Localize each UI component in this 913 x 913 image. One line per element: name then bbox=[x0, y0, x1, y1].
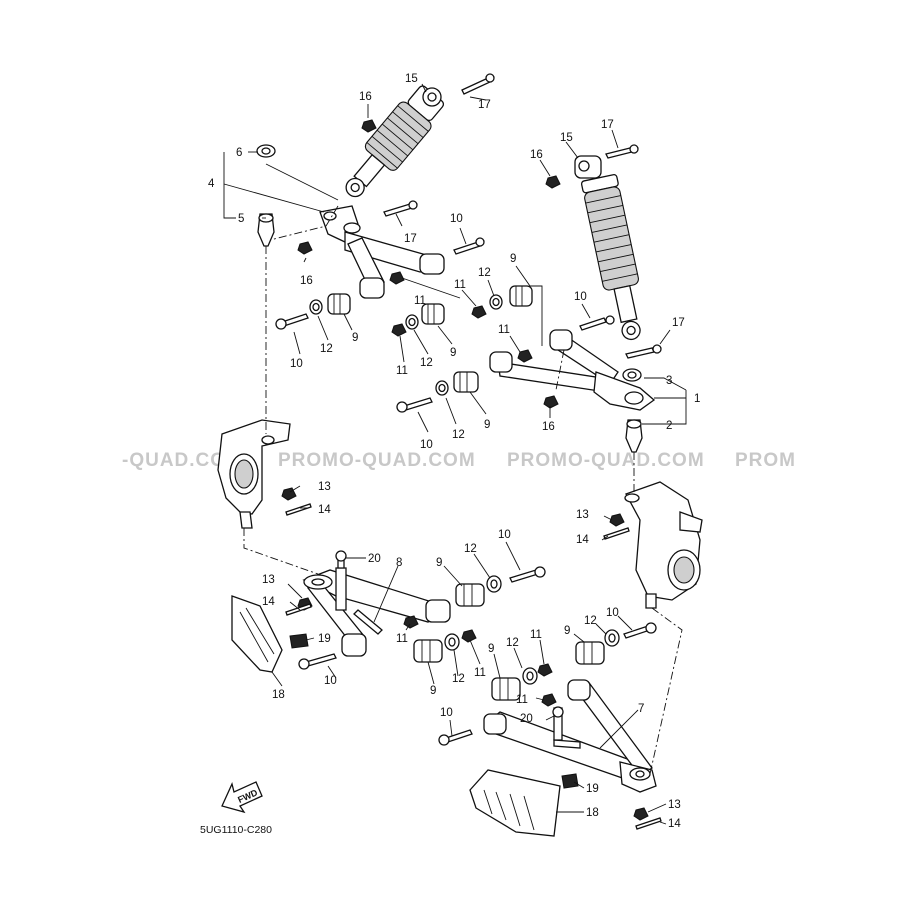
part-callout-18: 18 bbox=[586, 807, 599, 819]
watermark-band: -QUAD.COM PROMO-QUAD.COM PROMO-QUAD.COM … bbox=[122, 450, 796, 471]
part-callout-11: 11 bbox=[396, 365, 408, 377]
part-callout-12: 12 bbox=[464, 543, 477, 555]
part-callout-11: 11 bbox=[454, 279, 466, 291]
part-callout-10: 10 bbox=[606, 607, 619, 619]
part-callout-12: 12 bbox=[420, 357, 433, 369]
part-callout-10: 10 bbox=[290, 358, 303, 370]
part-callout-20: 20 bbox=[368, 553, 381, 565]
callout-numbers: 15 17 16 6 4 5 17 16 10 9 12 11 11 10 12… bbox=[208, 73, 700, 830]
part-callout-11: 11 bbox=[414, 295, 426, 307]
part-callout-17: 17 bbox=[601, 119, 614, 131]
diagram-code: 5UG1110-C280 bbox=[200, 824, 272, 836]
left-lower-hardware bbox=[285, 597, 419, 670]
part-callout-11: 11 bbox=[396, 633, 408, 645]
part-callout-13: 13 bbox=[318, 481, 331, 493]
left-shock-absorber bbox=[345, 85, 445, 198]
part-callout-1: 1 bbox=[694, 393, 700, 405]
part-callout-14: 14 bbox=[668, 818, 681, 830]
part-callout-4: 4 bbox=[208, 178, 215, 190]
part-callout-12: 12 bbox=[584, 615, 597, 627]
right-lower-bushings bbox=[438, 622, 662, 830]
part-callout-18: 18 bbox=[272, 689, 285, 701]
part-callout-10: 10 bbox=[498, 529, 511, 541]
part-callout-11: 11 bbox=[516, 694, 528, 706]
watermark-text: PROMO-QUAD.COM bbox=[507, 450, 705, 471]
part-callout-9: 9 bbox=[436, 557, 442, 569]
part-callout-9: 9 bbox=[510, 253, 516, 265]
part-callout-10: 10 bbox=[440, 707, 453, 719]
part-callout-9: 9 bbox=[564, 625, 570, 637]
left-lower-a-arm bbox=[302, 550, 451, 657]
right-upper-ball-joint bbox=[625, 419, 643, 453]
part-callout-12: 12 bbox=[452, 673, 465, 685]
part-callout-11: 11 bbox=[498, 324, 510, 336]
part-callout-2: 2 bbox=[666, 420, 672, 432]
left-upper-hardware bbox=[297, 73, 495, 285]
part-callout-7: 7 bbox=[638, 703, 644, 715]
left-steering-knuckle bbox=[217, 419, 312, 529]
part-callout-16: 16 bbox=[542, 421, 555, 433]
part-callout-19: 19 bbox=[586, 783, 599, 795]
left-upper-ball-joint bbox=[256, 144, 276, 247]
right-lower-a-arm bbox=[483, 679, 657, 793]
part-callout-12: 12 bbox=[506, 637, 519, 649]
watermark-text: -QUAD.COM bbox=[122, 450, 243, 471]
part-callout-9: 9 bbox=[488, 643, 494, 655]
forward-direction-arrow: FWD bbox=[221, 781, 263, 814]
right-upper-a-arm bbox=[489, 315, 656, 411]
left-lower-bushings bbox=[413, 566, 546, 663]
part-callout-9: 9 bbox=[450, 347, 456, 359]
part-callout-16: 16 bbox=[530, 149, 543, 161]
right-steering-knuckle bbox=[603, 481, 703, 609]
part-callout-3: 3 bbox=[666, 375, 672, 387]
part-callout-19: 19 bbox=[318, 633, 331, 645]
right-upper-bushings bbox=[396, 371, 479, 413]
part-callout-14: 14 bbox=[318, 504, 331, 516]
part-callout-17: 17 bbox=[672, 317, 685, 329]
part-callout-15: 15 bbox=[560, 132, 573, 144]
part-callout-10: 10 bbox=[420, 439, 433, 451]
part-callout-9: 9 bbox=[430, 685, 436, 697]
part-callout-16: 16 bbox=[359, 91, 372, 103]
part-callout-10: 10 bbox=[324, 675, 337, 687]
left-upper-a-arm bbox=[319, 205, 445, 299]
part-callout-20: 20 bbox=[520, 713, 533, 725]
part-callout-9: 9 bbox=[484, 419, 490, 431]
part-callout-14: 14 bbox=[576, 534, 589, 546]
part-callout-15: 15 bbox=[405, 73, 418, 85]
part-callout-10: 10 bbox=[574, 291, 587, 303]
part-callout-13: 13 bbox=[262, 574, 275, 586]
part-callout-8: 8 bbox=[396, 557, 402, 569]
part-callout-13: 13 bbox=[576, 509, 589, 521]
part-callout-11: 11 bbox=[474, 667, 486, 679]
part-callout-12: 12 bbox=[452, 429, 465, 441]
left-upper-bushings bbox=[275, 285, 533, 337]
part-callout-11: 11 bbox=[530, 629, 542, 641]
part-callout-16: 16 bbox=[300, 275, 313, 287]
part-callout-13: 13 bbox=[668, 799, 681, 811]
part-callout-17: 17 bbox=[478, 99, 491, 111]
assembly-center-lines bbox=[243, 205, 683, 775]
part-callout-14: 14 bbox=[262, 596, 275, 608]
part-callout-12: 12 bbox=[320, 343, 333, 355]
part-callout-12: 12 bbox=[478, 267, 491, 279]
part-callout-5: 5 bbox=[238, 213, 244, 225]
watermark-text: PROM bbox=[735, 450, 796, 471]
part-callout-6: 6 bbox=[236, 147, 242, 159]
callout-leader-lines bbox=[223, 83, 687, 825]
watermark-text: PROMO-QUAD.COM bbox=[278, 450, 476, 471]
part-callout-10: 10 bbox=[450, 213, 463, 225]
right-shock-absorber bbox=[545, 144, 662, 359]
part-callout-17: 17 bbox=[404, 233, 417, 245]
part-callout-9: 9 bbox=[352, 332, 358, 344]
right-skid-plate bbox=[469, 769, 579, 837]
